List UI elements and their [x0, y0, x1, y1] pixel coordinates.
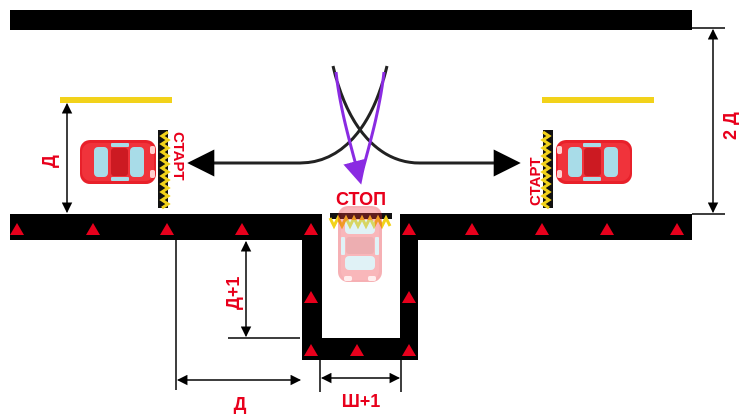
parked-car-icon — [338, 206, 382, 282]
label-box-width: Ш+1 — [342, 391, 381, 411]
dimension-bottom-d — [175, 240, 302, 390]
top-road-edge — [10, 10, 692, 30]
yellow-line-left — [60, 97, 172, 103]
curb-markers — [10, 223, 684, 356]
dimension-box-width — [319, 360, 402, 392]
label-box-depth: Д+1 — [223, 277, 243, 310]
right-car-icon — [556, 140, 632, 184]
dimension-road-width — [692, 27, 725, 215]
label-bottom-d: Д — [234, 394, 247, 414]
bottom-curb — [10, 214, 692, 360]
label-start-left: СТАРТ — [170, 132, 187, 180]
start-marker-right — [541, 128, 555, 210]
label-car-length-left: Д — [39, 155, 59, 168]
label-start-right: СТАРТ — [527, 158, 544, 206]
purple-path-a — [334, 71, 367, 185]
label-width-total: 2 Д — [720, 112, 739, 140]
dimension-box-depth — [228, 240, 300, 339]
yellow-line-right — [542, 97, 654, 103]
label-stop: СТОП — [336, 189, 386, 209]
purple-path-b — [358, 71, 386, 181]
left-car-icon — [80, 140, 156, 184]
start-marker-left — [156, 128, 170, 210]
